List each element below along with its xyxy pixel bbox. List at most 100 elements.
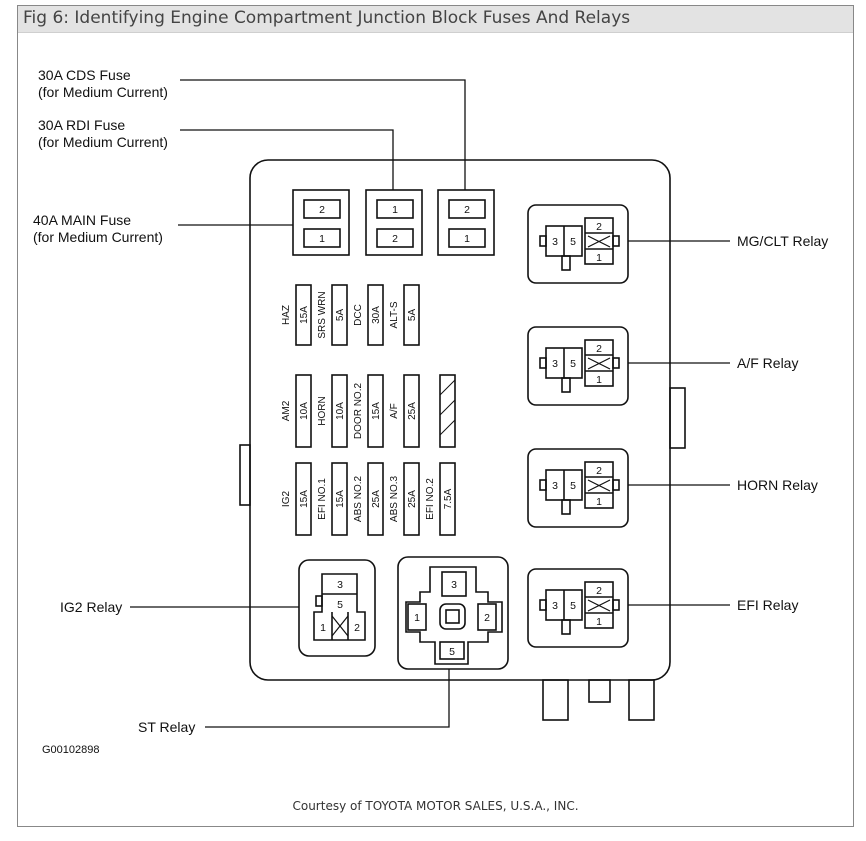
fuse-rating-haz: 15A bbox=[299, 306, 310, 324]
fuse-name-af: A/F bbox=[389, 403, 400, 419]
mgclt-pin-3: 3 bbox=[552, 236, 558, 248]
fuse-rating-dcc: 30A bbox=[371, 306, 382, 324]
figure-frame: Fig 6: Identifying Engine Compartment Ju… bbox=[17, 5, 854, 827]
fuse-name-efi-no1: EFI NO.1 bbox=[317, 478, 328, 520]
fuse-name-efi-no2: EFI NO.2 bbox=[425, 478, 436, 520]
fuse-af bbox=[403, 374, 420, 448]
fuse-door-no2 bbox=[367, 374, 384, 448]
fuse-rating-door-no2: 15A bbox=[371, 402, 382, 420]
st-pin-5: 5 bbox=[449, 646, 455, 658]
fuse-rating-horn: 10A bbox=[335, 402, 346, 420]
fuse-name-door-no2: DOOR NO.2 bbox=[353, 383, 364, 440]
horn-pin-5: 5 bbox=[570, 480, 576, 492]
horn-relay bbox=[527, 448, 629, 528]
cds-fuse-block bbox=[437, 189, 495, 256]
fuse-rating-alt-s: 5A bbox=[407, 309, 418, 322]
fuse-name-srs-wrn: SRS WRN bbox=[317, 291, 328, 338]
main-fuse-label: 40A MAIN Fuse bbox=[33, 212, 131, 228]
st-pin-1: 1 bbox=[414, 612, 420, 624]
title-bar: Fig 6: Identifying Engine Compartment Ju… bbox=[18, 6, 853, 33]
st-relay bbox=[397, 556, 509, 670]
fuse-rating-efi-no2: 7.5A bbox=[443, 488, 454, 509]
efi-pin-3: 3 bbox=[552, 600, 558, 612]
fuse-haz bbox=[295, 284, 312, 346]
efi-relay bbox=[527, 568, 629, 648]
mgclt-pin-1: 1 bbox=[596, 252, 602, 264]
bottom-connector-2 bbox=[588, 679, 611, 703]
fuse-dcc bbox=[367, 284, 384, 346]
fuse-rating-ig2: 15A bbox=[299, 490, 310, 508]
fuse-efi-no2 bbox=[439, 462, 456, 536]
af-relay bbox=[527, 326, 629, 406]
horn-pin-1: 1 bbox=[596, 496, 602, 508]
rdi-fuse-pin-top: 1 bbox=[392, 204, 398, 216]
rdi-fuse-pin-bottom: 2 bbox=[392, 233, 398, 245]
ig2-pin-1: 1 bbox=[320, 622, 326, 634]
fuse-rating-af: 25A bbox=[407, 402, 418, 420]
fuse-name-abs-no2: ABS NO.2 bbox=[353, 476, 364, 523]
ig2-relay bbox=[298, 559, 376, 657]
fuse-alt-s bbox=[403, 284, 420, 346]
fuse-am2 bbox=[295, 374, 312, 448]
main-fuse-block bbox=[292, 189, 350, 256]
st-pin-3: 3 bbox=[451, 579, 457, 591]
fuse-name-alt-s: ALT-S bbox=[389, 301, 400, 328]
figure-title: Fig 6: Identifying Engine Compartment Ju… bbox=[23, 8, 631, 28]
horn-relay-label: HORN Relay bbox=[737, 477, 818, 493]
fuse-ig2 bbox=[295, 462, 312, 536]
fuse-abs-no3 bbox=[403, 462, 420, 536]
bottom-connector-1 bbox=[542, 679, 569, 721]
rdi-fuse-sublabel: (for Medium Current) bbox=[38, 134, 168, 150]
mgclt-pin-2: 2 bbox=[596, 221, 602, 233]
courtesy-credit: Courtesy of TOYOTA MOTOR SALES, U.S.A., … bbox=[292, 799, 579, 813]
leader-lines bbox=[130, 79, 730, 728]
rdi-fuse-block bbox=[365, 189, 423, 256]
horn-pin-3: 3 bbox=[552, 480, 558, 492]
fuse-rating-abs-no2: 25A bbox=[371, 490, 382, 508]
cds-fuse-label: 30A CDS Fuse bbox=[38, 67, 131, 83]
mgclt-pin-5: 5 bbox=[570, 236, 576, 248]
mgclt-relay bbox=[527, 204, 629, 284]
af-pin-2: 2 bbox=[596, 343, 602, 355]
st-pin-2: 2 bbox=[484, 612, 490, 624]
cds-fuse-pin-top: 2 bbox=[464, 204, 470, 216]
fuse-rating-srs-wrn: 5A bbox=[335, 309, 346, 322]
efi-pin-5: 5 bbox=[570, 600, 576, 612]
cds-fuse-pin-bottom: 1 bbox=[464, 233, 470, 245]
horn-pin-2: 2 bbox=[596, 465, 602, 477]
mgclt-relay-label: MG/CLT Relay bbox=[737, 233, 828, 249]
fuse-name-ig2: IG2 bbox=[281, 491, 292, 508]
fuse-efi-no1 bbox=[331, 462, 348, 536]
ig2-pin-2: 2 bbox=[354, 622, 360, 634]
ig2-pin-5: 5 bbox=[337, 599, 343, 611]
efi-pin-2: 2 bbox=[596, 585, 602, 597]
efi-pin-1: 1 bbox=[596, 616, 602, 628]
fuse-name-haz: HAZ bbox=[281, 305, 292, 325]
left-mount-tab bbox=[239, 444, 251, 506]
right-mount-tab bbox=[669, 387, 686, 449]
figure-code: G00102898 bbox=[42, 744, 100, 756]
bottom-connector-3 bbox=[628, 679, 655, 721]
efi-relay-label: EFI Relay bbox=[737, 597, 798, 613]
fuse-abs-no2 bbox=[367, 462, 384, 536]
af-pin-3: 3 bbox=[552, 358, 558, 370]
fuse-rating-abs-no3: 25A bbox=[407, 490, 418, 508]
fuse-name-abs-no3: ABS NO.3 bbox=[389, 476, 400, 523]
fuse-srs-wrn bbox=[331, 284, 348, 346]
main-fuse-pin-top: 2 bbox=[319, 204, 325, 216]
rdi-fuse-label: 30A RDI Fuse bbox=[38, 117, 125, 133]
fuse-name-dcc: DCC bbox=[353, 304, 364, 326]
ig2-pin-3: 3 bbox=[337, 579, 343, 591]
fuse-rating-am2: 10A bbox=[299, 402, 310, 420]
af-pin-1: 1 bbox=[596, 374, 602, 386]
fuse-name-am2: AM2 bbox=[281, 400, 292, 421]
fuse-horn bbox=[331, 374, 348, 448]
fuse-name-horn: HORN bbox=[317, 396, 328, 425]
spare-fuse-slot bbox=[439, 374, 456, 448]
af-relay-label: A/F Relay bbox=[737, 355, 798, 371]
main-fuse-pin-bottom: 1 bbox=[319, 233, 325, 245]
fuse-rating-efi-no1: 15A bbox=[335, 490, 346, 508]
af-pin-5: 5 bbox=[570, 358, 576, 370]
st-relay-label: ST Relay bbox=[138, 719, 195, 735]
main-fuse-sublabel: (for Medium Current) bbox=[33, 229, 163, 245]
